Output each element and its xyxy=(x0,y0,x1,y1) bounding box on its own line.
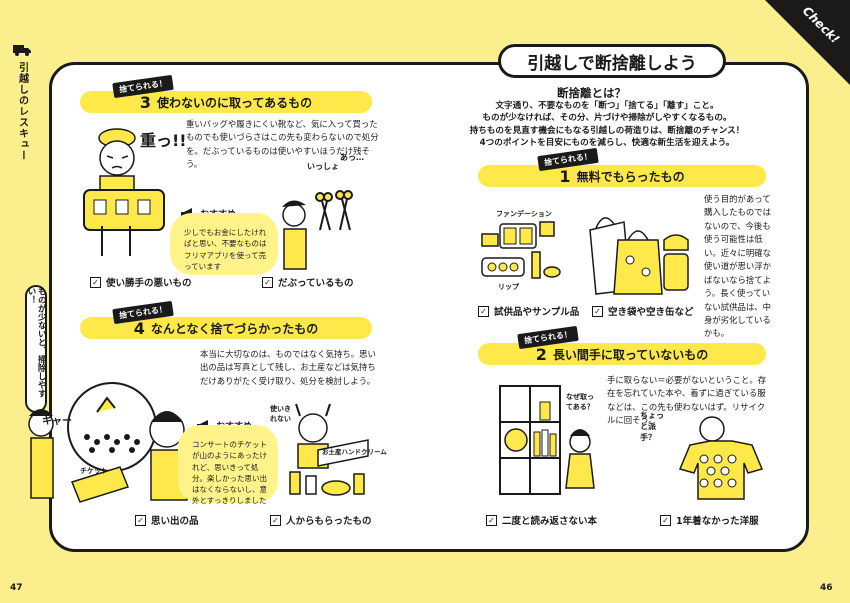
samples-freebies-illustration xyxy=(481,217,689,295)
intro-heading: 断捨離とは？ xyxy=(557,86,626,100)
illustration-caption: いっしょ xyxy=(307,162,339,171)
heavy-exclaim: 重っ!! xyxy=(140,131,187,150)
check-item-label: 1年着なかった洋服 xyxy=(676,516,759,527)
page-title: 引越しで断捨離しよう xyxy=(498,44,726,78)
section-2-heading: 2 長い間手に取っていないもの xyxy=(478,343,766,365)
illustration-caption: キャー xyxy=(42,416,72,427)
illustration-caption: チケット xyxy=(80,467,108,475)
concert-memory-illustration xyxy=(28,382,188,503)
page-number-right: 46 xyxy=(820,583,833,593)
check-item-label: 使い勝手の悪いもの xyxy=(106,278,192,289)
intro-text: 文字通り、不要なものを「断つ」「捨てる」「離す」こと。 ものが少なければ、その分… xyxy=(452,100,762,150)
illustration-caption: なぜ取ってある？ xyxy=(566,393,594,411)
section-number: 2 xyxy=(535,344,547,364)
illustration-caption: リップ xyxy=(498,283,519,291)
check-item: ✓ 人からもらったもの xyxy=(270,513,372,527)
running-title-text: 引越しのレスキュー xyxy=(16,62,28,161)
intro-line: ものが少なければ、その分、片づけや掃除がしやすくなるもの。 xyxy=(482,113,732,124)
intro-line: 4つのポイントを目安にものを減らし、快適な新生活を迎えよう。 xyxy=(479,138,735,149)
illustration-caption: ファンデーション xyxy=(496,210,552,218)
duplicate-scissors-illustration xyxy=(282,190,353,270)
section-1-heading: 1 無料でもらったもの xyxy=(478,165,766,187)
illustration-caption: 使いきれない xyxy=(270,405,291,423)
section-number: 3 xyxy=(139,92,152,112)
illustration-caption: ちょっと派手？ xyxy=(640,411,664,442)
checkbox-icon: ✓ xyxy=(592,305,603,317)
check-item-label: 空き袋や空き缶など xyxy=(608,307,694,318)
checkbox-icon: ✓ xyxy=(270,514,281,526)
check-item-label: 試供品やサンプル品 xyxy=(494,307,580,318)
check-item: ✓ 思い出の品 xyxy=(135,513,199,527)
check-item: ✓ 二度と読み返さない本 xyxy=(486,513,597,527)
section-1-body: 使う目的があって購入したものではないので、今後も使う可能性は低い。近々に明確な使… xyxy=(704,194,771,339)
illustration-caption: あっ… xyxy=(340,153,364,162)
check-item-label: 人からもらったもの xyxy=(286,516,372,527)
section-title: 無料でもらったもの xyxy=(576,169,685,184)
section-4-recommend: コンサートのチケットが山のようにあったけれど、思いきって処分。楽しかった思い出は… xyxy=(178,425,278,505)
check-item: ✓ だぶっているもの xyxy=(262,275,354,289)
truck-icon xyxy=(13,45,31,56)
heavy-bag-person-illustration xyxy=(83,128,165,256)
section-3-body: 重いバッグや履きにくい靴など、気に入って買ったものでも使いづらさはこの先も変わら… xyxy=(186,119,379,170)
check-corner-badge xyxy=(765,0,850,85)
check-item-label: だぶっているもの xyxy=(278,278,354,289)
check-item: ✓ 空き袋や空き缶など xyxy=(592,304,694,318)
check-item-label: 思い出の品 xyxy=(151,516,199,527)
bookshelf-illustration xyxy=(499,385,595,495)
section-number: 1 xyxy=(559,166,571,186)
intro-line: 持ちものを見直す機会にもなる引越しの荷造りは、断捨離のチャンス！ xyxy=(469,125,745,136)
checkbox-icon: ✓ xyxy=(90,276,101,288)
running-title: 引越しのレスキュー xyxy=(9,44,35,161)
checkbox-icon: ✓ xyxy=(135,514,146,526)
section-number: 4 xyxy=(133,318,145,338)
section-4-body: 本当に大切なのは、ものではなく気持ち。思い出の品は写真として残し、お土産などは気… xyxy=(200,349,376,386)
illustration-caption: お土産ハンドクリーム xyxy=(322,448,387,456)
intro-line: 文字通り、不要なものを「断つ」「捨てる」「離す」こと。 xyxy=(495,101,719,111)
checkbox-icon: ✓ xyxy=(478,305,489,317)
section-3-recommend: 少しでもお金にしたければと思い、不要なものはフリマアプリを使って売っています xyxy=(170,213,278,275)
check-item: ✓ 1年着なかった洋服 xyxy=(660,513,759,527)
page-number-left: 47 xyxy=(10,583,23,593)
section-4-heading: 4 なんとなく捨てづらかったもの xyxy=(80,317,372,339)
section-title: 使わないのに取ってあるもの xyxy=(157,95,313,110)
check-item: ✓ 試供品やサンプル品 xyxy=(478,304,579,318)
flashy-shirt-illustration xyxy=(678,416,764,500)
checkbox-icon: ✓ xyxy=(486,514,497,526)
section-3-heading: 3 使わないのに取ってあるもの xyxy=(80,91,372,113)
checkbox-icon: ✓ xyxy=(660,514,671,526)
souvenir-illustration xyxy=(289,403,369,496)
checkbox-icon: ✓ xyxy=(262,276,273,288)
section-title: 長い間手に取っていないもの xyxy=(552,347,709,362)
check-item: ✓ 使い勝手の悪いもの xyxy=(90,275,192,289)
section-2-body: 手に取らない＝必要がないということ。存在を忘れていた本や、着ずに過ぎている服など… xyxy=(607,375,767,426)
check-item-label: 二度と読み返さない本 xyxy=(502,516,598,527)
section-title: なんとなく捨てづらかったもの xyxy=(150,321,319,336)
